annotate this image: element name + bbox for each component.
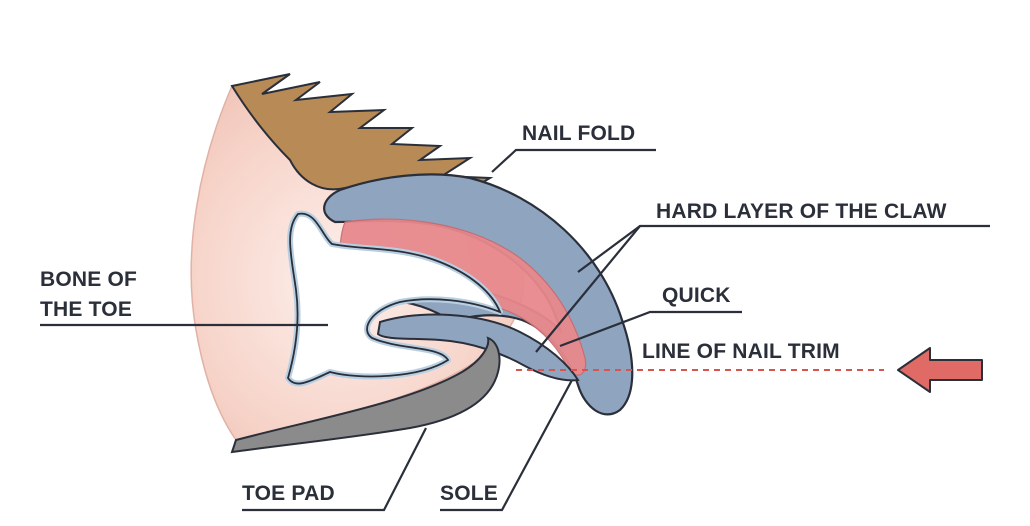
toe-pad (230, 336, 501, 454)
leader-nail-fold (491, 148, 656, 173)
left-arrow-icon (897, 347, 983, 393)
label-hard-layer: HARD LAYER OF THE CLAW (656, 200, 947, 223)
leader-sole (440, 379, 573, 512)
toe-bone-outline (287, 212, 502, 385)
label-quick: QUICK (662, 284, 731, 307)
label-bone-line2: THE TOE (40, 298, 132, 321)
label-line-of-trim: LINE OF NAIL TRIM (642, 340, 840, 363)
leader-hard-layer-2 (535, 225, 641, 353)
label-toe-pad: TOE PAD (242, 482, 335, 505)
label-bone-line1: BONE OF (40, 268, 137, 291)
claw-lower-sheath (376, 313, 580, 382)
label-sole: SOLE (440, 482, 498, 505)
leader-toe-pad (242, 427, 427, 512)
leader-hard-layer (577, 224, 990, 273)
label-nail-fold: NAIL FOLD (522, 122, 635, 145)
leader-quick (559, 310, 742, 348)
